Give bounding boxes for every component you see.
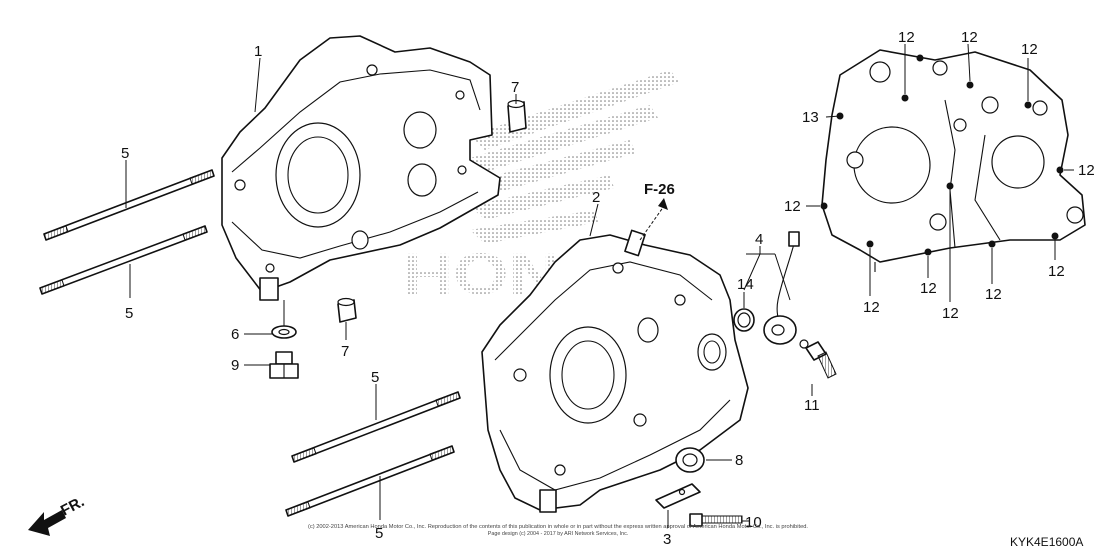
- callout-6[interactable]: 6: [231, 326, 239, 343]
- diagram-code: KYK4E1600A: [1010, 535, 1083, 549]
- callout-12-h[interactable]: 12: [942, 305, 959, 322]
- right-crankcase: [481, 229, 749, 513]
- crankcase-gasket: [820, 49, 1086, 272]
- copyright-line-1: (c) 2002-2013 American Honda Motor Co., …: [308, 524, 808, 530]
- callout-12-c[interactable]: 12: [1021, 41, 1038, 58]
- neutral-switch: [763, 231, 809, 349]
- stud-bolt-lower-left: [39, 225, 208, 295]
- left-crankcase: [221, 35, 501, 301]
- section-ref-arrow: [639, 198, 668, 241]
- callout-12-a[interactable]: 12: [898, 29, 915, 46]
- dowel-pin-lower: [337, 297, 357, 323]
- front-direction-arrow-icon: [28, 510, 66, 536]
- drain-bolt: [269, 351, 299, 379]
- callout-9[interactable]: 9: [231, 357, 239, 374]
- callout-3[interactable]: 3: [663, 531, 671, 548]
- setting-plate: [655, 483, 701, 509]
- oil-seal: [675, 447, 705, 473]
- stud-bolt-upper-right: [291, 391, 461, 463]
- stud-bolt-upper-left: [43, 169, 215, 241]
- leader-lines: [125, 43, 1074, 528]
- callout-labels: 1 2 3 4 5 5 5 5 6 7 7 8 9 10 11 12 12 12…: [121, 29, 1095, 548]
- honda-watermark: HONDA: [402, 70, 680, 307]
- callout-5-upper-right[interactable]: 5: [371, 369, 379, 386]
- callout-7-lower[interactable]: 7: [341, 343, 349, 360]
- callout-8[interactable]: 8: [735, 452, 743, 469]
- sealing-washer: [271, 325, 297, 339]
- stud-bolt-lower-right: [285, 445, 455, 517]
- o-ring: [733, 308, 755, 332]
- callout-12-i[interactable]: 12: [985, 286, 1002, 303]
- callout-12-b[interactable]: 12: [961, 29, 978, 46]
- callout-10[interactable]: 10: [745, 514, 762, 531]
- section-ref-label[interactable]: F-26: [644, 181, 675, 198]
- callout-11[interactable]: 11: [804, 397, 820, 414]
- callout-4[interactable]: 4: [755, 231, 763, 248]
- callout-13[interactable]: 13: [802, 109, 819, 126]
- bolt-11: [805, 341, 837, 379]
- callout-5-lower-left[interactable]: 5: [125, 305, 133, 322]
- bolt-10: [689, 513, 743, 527]
- callout-14[interactable]: 14: [737, 276, 754, 293]
- callout-7-upper[interactable]: 7: [511, 79, 519, 96]
- callout-12-g[interactable]: 12: [920, 280, 937, 297]
- dowel-pin-upper: [507, 99, 527, 133]
- copyright-line-2: Page design (c) 2004 - 2017 by ARI Netwo…: [488, 531, 629, 537]
- callout-5-upper-left[interactable]: 5: [121, 145, 129, 162]
- callout-2[interactable]: 2: [592, 189, 600, 206]
- callout-5-lower-right[interactable]: 5: [375, 525, 383, 542]
- callout-1[interactable]: 1: [254, 43, 262, 60]
- callout-12-d[interactable]: 12: [1078, 162, 1095, 179]
- callout-12-e[interactable]: 12: [784, 198, 801, 215]
- callout-12-j[interactable]: 12: [1048, 263, 1065, 280]
- callout-12-f[interactable]: 12: [863, 299, 880, 316]
